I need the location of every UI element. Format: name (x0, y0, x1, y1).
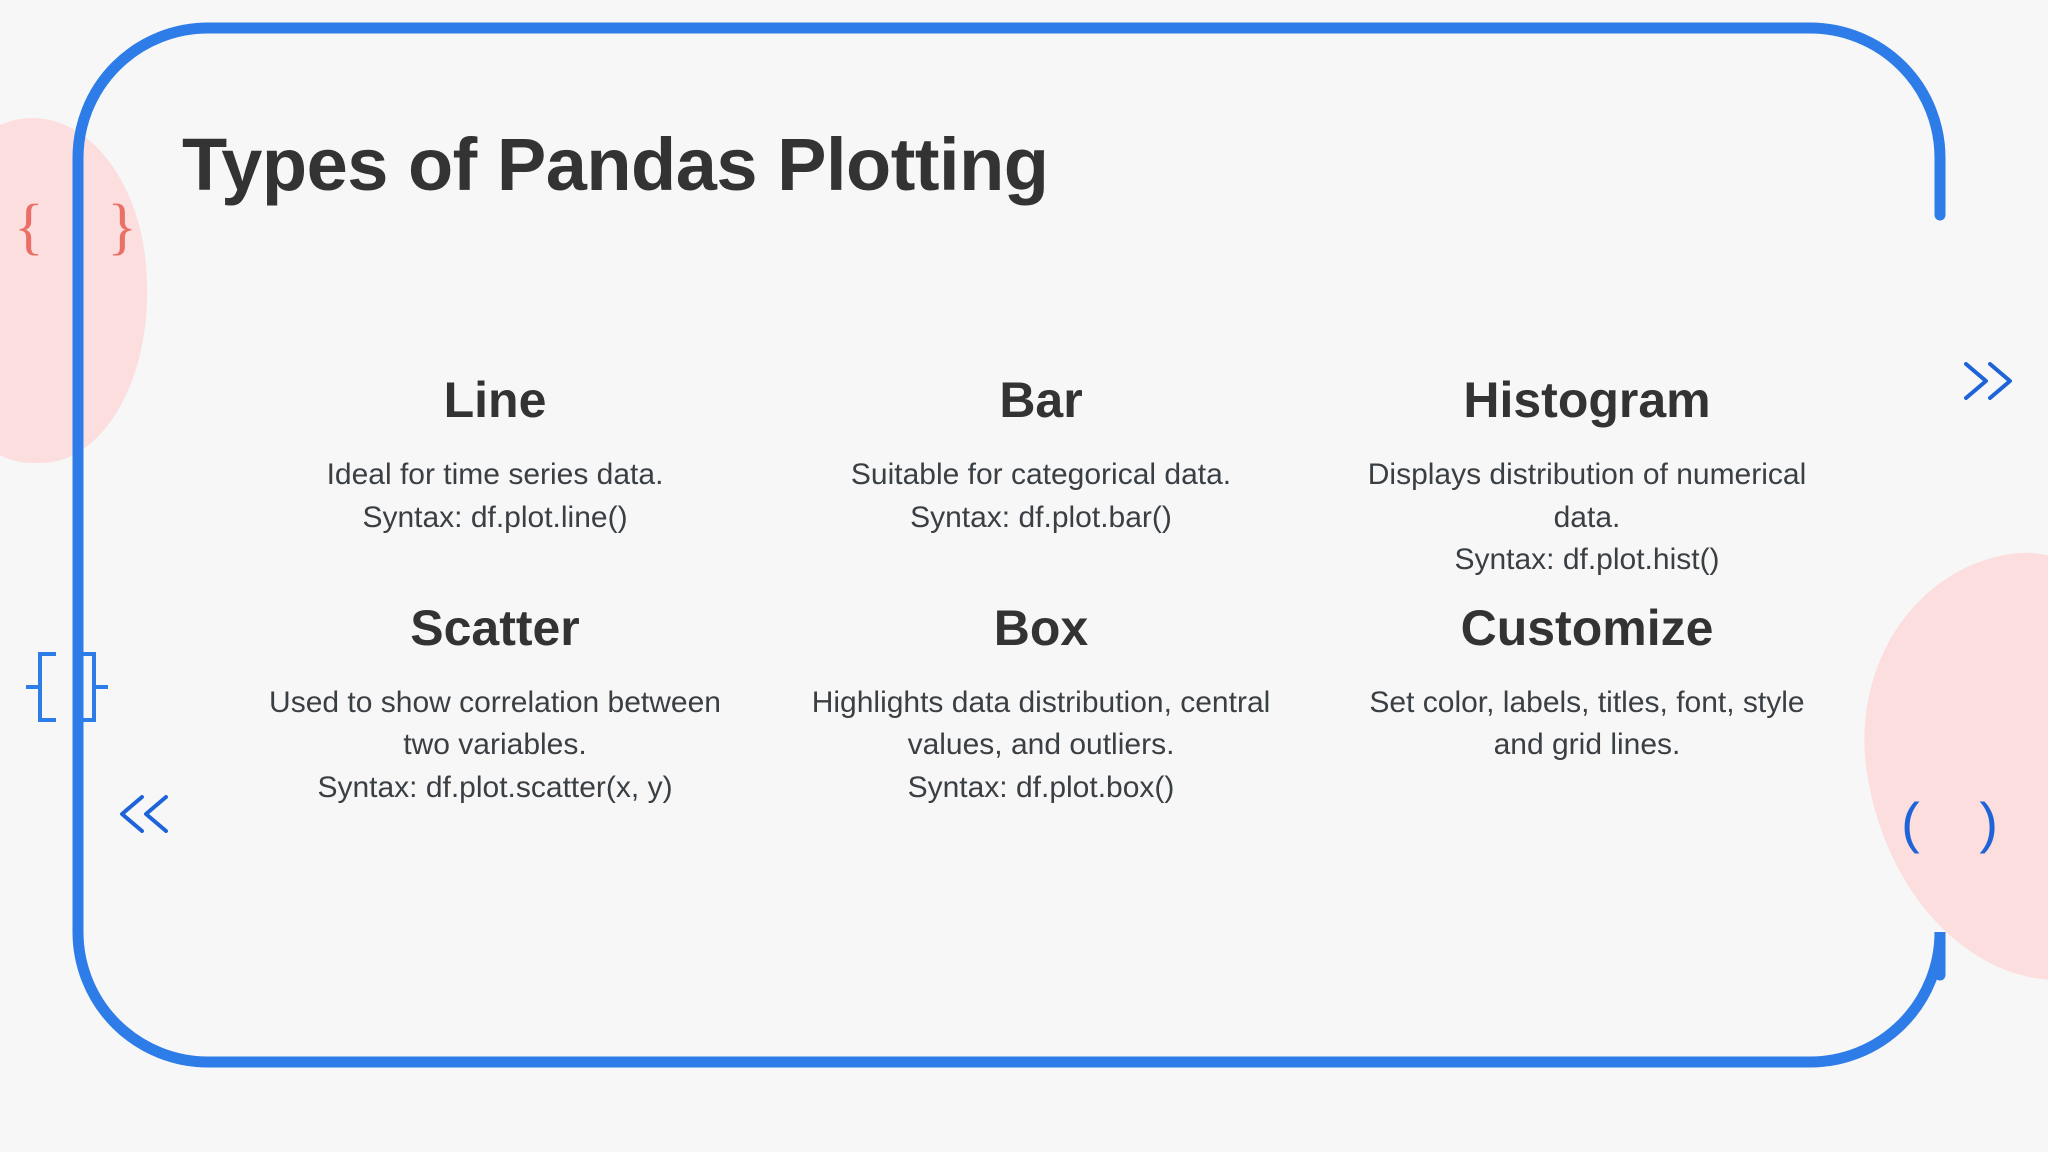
card-title: Line (443, 372, 547, 428)
card-syntax: Syntax: df.plot.line() (362, 500, 628, 534)
card-description: Set color, labels, titles, font, style a… (1369, 685, 1805, 762)
card-box: Box Highlights data distribution, centra… (782, 600, 1300, 810)
card-title: Histogram (1463, 372, 1711, 428)
card-title: Box (993, 599, 1089, 656)
card-title: Customize (1460, 599, 1714, 656)
card-syntax: Syntax: df.plot.bar() (910, 500, 1172, 534)
card-syntax: Syntax: df.plot.hist() (1454, 543, 1720, 577)
card-description: Used to show correlation between two var… (269, 685, 721, 762)
card-customize: Customize Set color, labels, titles, fon… (1328, 600, 1846, 810)
page-title: Types of Pandas Plotting (182, 123, 1049, 206)
card-title: Bar (999, 372, 1083, 428)
card-description: Ideal for time series data. (326, 458, 664, 491)
card-syntax: Syntax: df.plot.scatter(x, y) (317, 770, 673, 804)
card-title: Scatter (410, 599, 580, 656)
card-scatter: Scatter Used to show correlation between… (236, 600, 754, 810)
card-histogram: Histogram Displays distribution of numer… (1328, 372, 1846, 582)
card-description: Suitable for categorical data. (850, 458, 1232, 491)
card-syntax: Syntax: df.plot.box() (907, 770, 1175, 804)
card-description: Highlights data distribution, central va… (811, 685, 1271, 762)
card-line: Line Ideal for time series data. Syntax:… (236, 372, 754, 582)
card-bar: Bar Suitable for categorical data. Synta… (782, 372, 1300, 582)
plot-types-grid: Line Ideal for time series data. Syntax:… (236, 372, 1846, 810)
card-description: Displays distribution of numerical data. (1367, 458, 1807, 534)
